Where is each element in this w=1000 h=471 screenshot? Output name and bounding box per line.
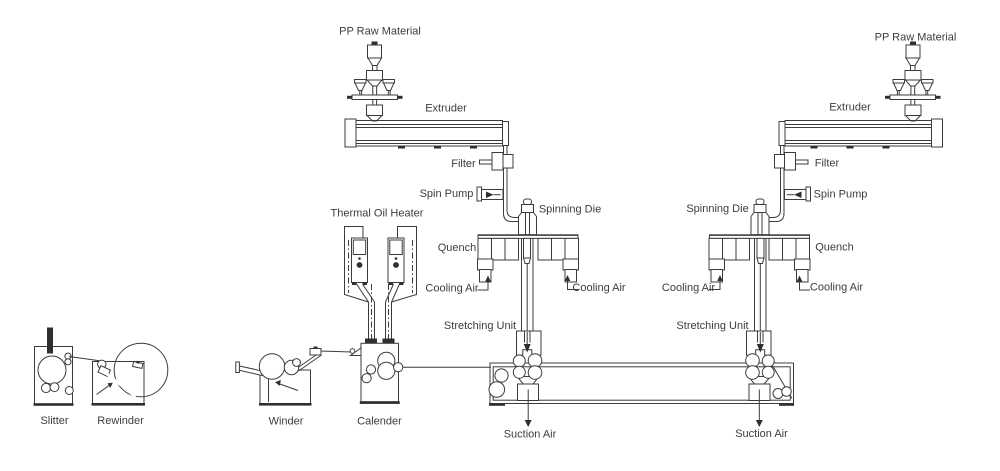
label-slitter: Slitter — [40, 415, 68, 427]
label-cooling-air-1-right: Cooling Air — [572, 282, 626, 294]
label-filter-2: Filter — [815, 158, 840, 170]
label-pp-raw-material-1: PP Raw Material — [339, 26, 421, 38]
calender-machine — [348, 338, 404, 404]
label-pp-raw-material-2: PP Raw Material — [875, 32, 957, 44]
thermal-oil-heater-machine — [344, 226, 417, 339]
label-quench-1: Quench — [438, 242, 477, 254]
label-quench-2: Quench — [815, 242, 854, 254]
label-thermal-oil-heater: Thermal Oil Heater — [331, 208, 424, 220]
label-stretching-unit-2: Stretching Unit — [676, 320, 748, 332]
label-winder: Winder — [269, 416, 304, 428]
label-suction-air-2: Suction Air — [735, 428, 788, 440]
label-extruder-2: Extruder — [829, 102, 871, 114]
label-cooling-air-2-left: Cooling Air — [662, 282, 716, 294]
label-spinning-die-2: Spinning Die — [686, 203, 748, 215]
forming-conveyor — [488, 362, 794, 406]
label-spinning-die-1: Spinning Die — [539, 204, 601, 216]
label-calender: Calender — [357, 416, 402, 428]
label-cooling-air-1-left: Cooling Air — [425, 283, 479, 295]
label-spin-pump-2: Spin Pump — [814, 189, 868, 201]
label-cooling-air-2-right: Cooling Air — [810, 282, 864, 294]
labels-finishing: Thermal Oil Heater Winder Calender Slitt… — [40, 208, 423, 428]
label-extruder-1: Extruder — [425, 103, 467, 115]
label-spin-pump-1: Spin Pump — [420, 188, 474, 200]
label-suction-air-1: Suction Air — [504, 429, 557, 441]
label-stretching-unit-1: Stretching Unit — [444, 320, 516, 332]
web-path — [319, 350, 491, 368]
label-rewinder: Rewinder — [97, 415, 144, 427]
production-line-2 — [708, 41, 943, 428]
label-filter-1: Filter — [451, 158, 476, 170]
winder-machine — [235, 346, 322, 406]
labels-line2: PP Raw Material Extruder Filter Spin Pum… — [662, 32, 956, 441]
rewinder-machine — [91, 342, 169, 406]
labels-line1: PP Raw Material Extruder Filter Spin Pum… — [339, 26, 626, 441]
